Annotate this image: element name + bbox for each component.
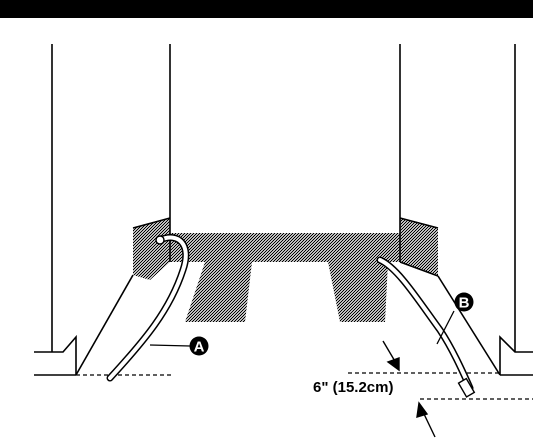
hose-a — [106, 234, 190, 382]
callout-b-label: B — [459, 295, 470, 312]
dimension-arrow-top — [386, 357, 400, 372]
dimension-label: 6" (15.2cm) — [313, 379, 394, 396]
callout-b-badge — [454, 292, 474, 312]
dimension-arrows — [382, 340, 436, 438]
floor-opening-shading — [133, 218, 438, 322]
cabinet-outline — [34, 44, 533, 376]
reference-lines — [76, 372, 533, 400]
callout-a: A — [149, 336, 209, 356]
callout-a-badge — [189, 336, 209, 356]
callout-b: B — [436, 292, 474, 345]
header-band — [0, 0, 533, 18]
hose-b-connector — [457, 377, 476, 398]
hose-b — [376, 256, 476, 398]
dimension-arrow-bottom — [416, 401, 429, 418]
callout-a-label: A — [194, 339, 205, 356]
